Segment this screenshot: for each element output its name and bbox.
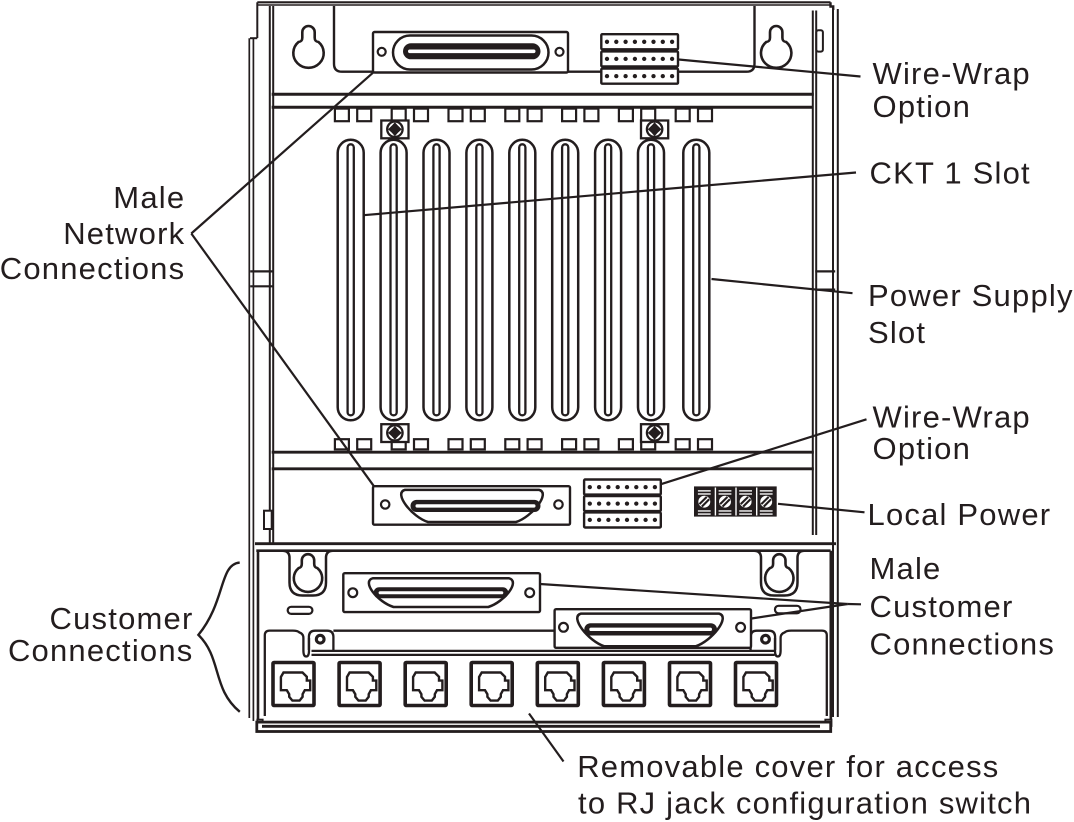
svg-text:to RJ jack configuration switc: to RJ jack configuration switch xyxy=(578,785,1032,820)
svg-text:Option: Option xyxy=(873,431,972,466)
svg-text:Customer: Customer xyxy=(870,589,1014,624)
svg-text:Male: Male xyxy=(870,551,942,586)
svg-text:Connections: Connections xyxy=(8,633,194,668)
svg-text:Power Supply: Power Supply xyxy=(868,278,1074,313)
svg-text:Option: Option xyxy=(873,89,972,124)
svg-text:Slot: Slot xyxy=(868,315,926,350)
svg-text:Customer: Customer xyxy=(50,601,194,636)
svg-text:Removable cover for access: Removable cover for access xyxy=(577,749,999,784)
svg-text:Male: Male xyxy=(113,180,185,215)
svg-text:Local Power: Local Power xyxy=(868,497,1052,532)
svg-text:Connections: Connections xyxy=(0,251,185,286)
svg-text:Connections: Connections xyxy=(870,627,1056,662)
svg-text:Wire-Wrap: Wire-Wrap xyxy=(873,399,1031,434)
svg-text:Wire-Wrap: Wire-Wrap xyxy=(873,56,1031,91)
svg-text:Network: Network xyxy=(63,216,185,251)
svg-text:CKT 1 Slot: CKT 1 Slot xyxy=(870,156,1031,191)
